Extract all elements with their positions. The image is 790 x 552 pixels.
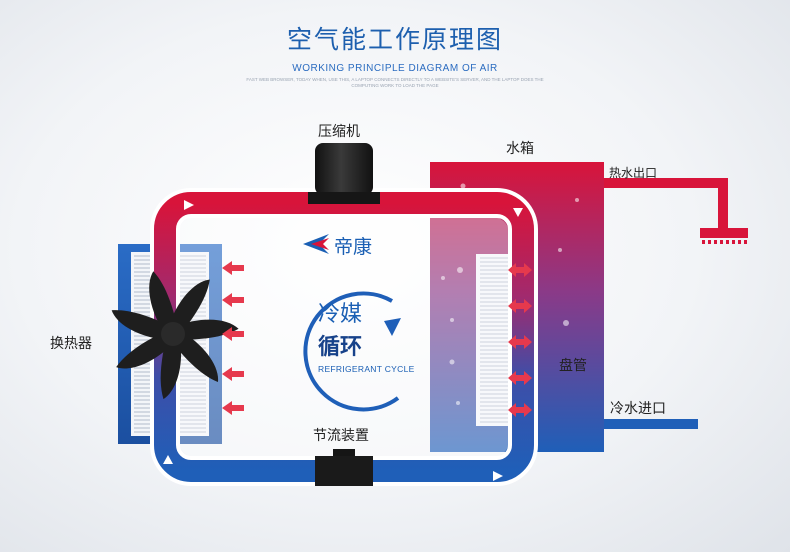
shower-head [700,228,748,238]
label-heat-exchanger: 换热器 [50,336,92,352]
heat-arrow-left [222,293,244,307]
label-hot-water-outlet: 热水出口 [609,166,658,180]
brand-name: 帝康 [334,236,373,258]
compressor [315,143,373,195]
loop-arrow-top-right [513,208,523,217]
loop-arrow-bottom-left [163,455,173,464]
cycle-arrow-head [384,318,401,336]
page-subtitle: WORKING PRINCIPLE DIAGRAM OF AIR [292,63,498,74]
hot-water-pipe [600,178,728,230]
fine-print-line-1: FAST WEB BROWSER, TODAY WHEN, USE THIS, … [246,77,544,82]
tank-bubbles [441,183,579,405]
fine-print-line-2: COMPUTING WORK TO LOAD THE PAGE [351,83,439,88]
label-compressor: 压缩机 [318,124,360,140]
throttle-device [315,456,373,486]
heat-arrow-left [222,367,244,381]
heat-arrow-right [508,335,532,349]
heat-arrow-right [508,299,532,313]
fan-blade [111,310,177,341]
heat-arrows-right [508,263,532,417]
page-title: 空气能工作原理图 [286,25,503,54]
heat-arrow-right [508,263,532,277]
loop-arrow-top-left [184,200,194,210]
center-text-line1: 冷媒 [318,302,363,327]
heat-arrow-left [222,401,244,415]
loop-arrow-bottom-right [493,471,503,481]
center-text-line2: 循环 [318,335,363,360]
heat-arrow-left [222,327,244,341]
label-coil: 盘管 [559,358,587,374]
cycle-arrow [303,291,400,412]
fan-blade [171,319,239,340]
heat-arrows-left [222,261,244,415]
heat-arrow-right [508,371,532,385]
label-water-tank: 水箱 [506,141,534,157]
fine-print: FAST WEB BROWSER, TODAY WHEN, USE THIS, … [235,77,555,89]
shower-head-holes [702,240,747,244]
label-cold-water-inlet: 冷水进口 [610,401,666,417]
heat-arrow-right [508,403,532,417]
center-text-english: REFRIGERANT CYCLE [318,364,415,374]
fan-blade [149,271,179,335]
label-throttle-device: 节流装置 [313,428,369,444]
heat-arrow-left [222,261,244,275]
brand-logo-icon [303,234,329,254]
